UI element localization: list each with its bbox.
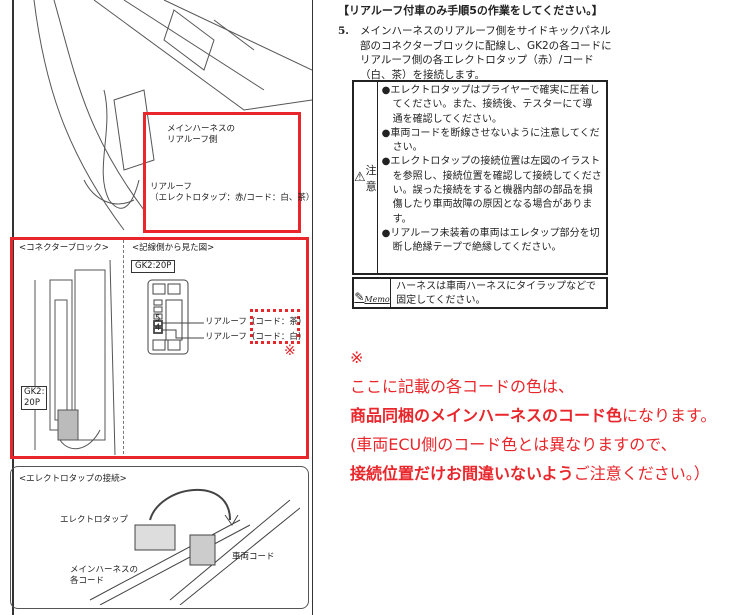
note-line-4: 接続位置だけお間違いないようご注意ください。） (350, 459, 716, 488)
vehicle-interior-illustration (33, 0, 312, 231)
memo-label: Memo (364, 295, 390, 304)
note-text: になります。 (622, 406, 717, 425)
note-text: ご注意ください。） (573, 464, 710, 483)
connector-block-illustration (34, 260, 116, 455)
divider (123, 240, 124, 454)
electro-tap-connection-figure (10, 466, 309, 609)
label-line: 20P (24, 398, 40, 408)
pencil-icon: ✎ (354, 290, 365, 304)
caution-item: ●車両コードを断線させないように注意してください。 (381, 127, 600, 154)
section-heading: 【リアルーフ付車のみ手順5の作業をしてください。】 (338, 4, 603, 17)
label-line: リアルーフ側 (167, 135, 218, 145)
note-line-2: 商品同梱のメインハーネスのコード色になります。 (350, 401, 716, 430)
label-line: GK2: (24, 387, 45, 397)
wiring-side-view-title: <記線側から見た図> (132, 243, 215, 253)
gk2-label-small: GK2:20P (21, 386, 48, 410)
label-electro-tap: エレクトロタップ (60, 515, 129, 525)
note-mark: ※ (350, 348, 364, 367)
caution-item: ●リアルーフ未装着の車両はエレタップ部分を切断し絶縁テープで絶縁してください。 (381, 227, 600, 254)
label-line: リアルーフ (150, 182, 192, 192)
memo-text: ハーネスは車両ハーネスにタイラップなどで固定してください。 (396, 281, 596, 306)
memo-box: ✎Memo ハーネスは車両ハーネスにタイラップなどで固定してください。 (352, 277, 608, 309)
code-brown: (コード：茶) (252, 317, 302, 327)
wire-label-rear-roof-white: リアルーフ (205, 332, 247, 342)
label-vehicle-code: 車両コード (232, 552, 275, 562)
code-white: (コード：白) (252, 332, 302, 342)
note-emphasis: 接続位置だけお間違いないよう (350, 464, 574, 483)
gk2-connector-label: GK2:20P (131, 260, 176, 273)
label-line: メインハーネスの (167, 124, 236, 134)
label-rear-roof: リアルーフ（エレクトロタップ：赤/コード：白、茶） (150, 182, 314, 204)
highlight-box-connector (10, 237, 309, 459)
caution-item: ●エレクトロタップはプライヤーで確実に圧着してください。また、接続後、テスターに… (381, 85, 600, 125)
highlight-box-harness (143, 112, 301, 233)
connector-pinout-diagram (147, 279, 204, 355)
caution-list: ●エレクトロタップはプライヤーで確実に圧着してください。また、接続後、テスターに… (378, 82, 606, 273)
step-text: メインハーネスのリアルーフ側をサイドキックパネル部のコネクターブロックに配線し、… (360, 25, 612, 81)
step-number: 5. (338, 25, 349, 37)
electro-tap-title: <エレクトロタップの接続> (19, 474, 127, 484)
asterisk-mark: ※ (284, 343, 296, 359)
note-emphasis: 商品同梱のメインハーネスのコード色 (350, 406, 623, 425)
label-main-harness-codes: メインハーネスの各コード (70, 565, 138, 587)
caution-box: ⚠注意 ●エレクトロタップはプライヤーで確実に圧着してください。また、接続後、テ… (352, 80, 608, 275)
highlight-dotted-codes (250, 309, 300, 344)
label-line: 各コード (70, 576, 105, 586)
label-line: （エレクトロタップ：赤/コード：白、茶） (150, 193, 315, 203)
page-border-left (12, 0, 14, 615)
page-border-right (312, 0, 313, 615)
label-line: メインハーネスの (70, 565, 139, 575)
caution-label: 注意 (365, 163, 377, 193)
memo-label-cell: ✎Memo (354, 279, 392, 307)
electro-tap-illustration (89, 488, 300, 605)
label-main-harness: メインハーネスのリアルーフ側 (167, 124, 235, 146)
warning-triangle-icon: ⚠ (354, 170, 366, 185)
note-line-3: (車両ECU側のコード色とは異なりますので、 (350, 435, 677, 454)
connector-block-title: <コネクターブロック> (19, 243, 109, 253)
wire-label-rear-roof-brown: リアルーフ (205, 317, 247, 327)
caution-label-cell: ⚠注意 (354, 82, 378, 273)
pin-4-label: 4 (155, 323, 161, 333)
pin-5-label: 5 (155, 314, 161, 324)
caution-item: ●エレクトロタップの接続位置は左図のイラストを参照し、接続位置を確認して接続して… (381, 156, 602, 225)
red-note: ※ ここに記載の各コードの色は、 商品同梱のメインハーネスのコード色になります。… (350, 343, 716, 488)
step-5: 5. メインハーネスのリアルーフ側をサイドキックパネル部のコネクターブロックに配線… (338, 24, 613, 82)
note-line-1: ここに記載の各コードの色は、 (350, 377, 575, 396)
